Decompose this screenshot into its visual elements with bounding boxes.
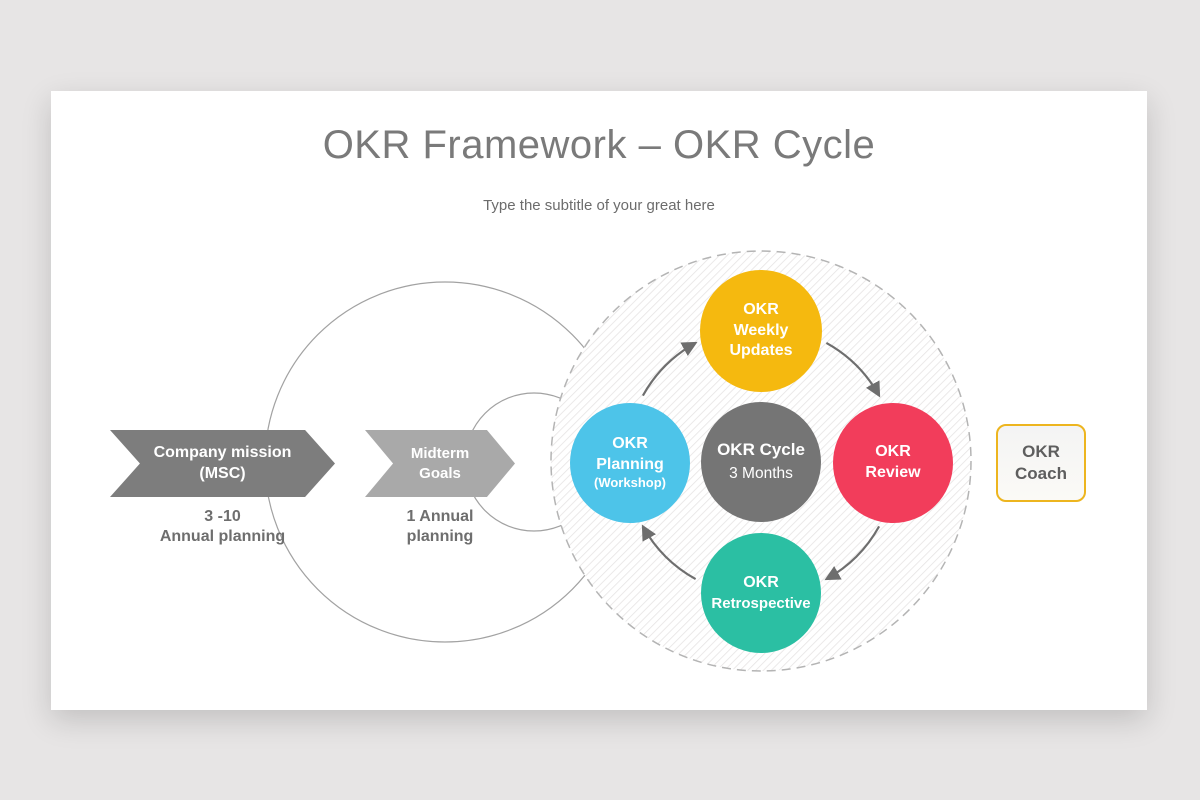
cycle-node-okr-weekly-updates: OKR Weekly Updates <box>700 270 822 392</box>
coach-line: Coach <box>1015 464 1067 483</box>
cycle-node-okr-cycle-center: OKR Cycle 3 Months <box>701 402 821 522</box>
cycle-node-okr-planning: OKR Planning (Workshop) <box>570 403 690 523</box>
cycle-arrow-review-to-retrospective <box>824 525 881 581</box>
flow-step-caption-midterm-goals: 1 Annual planning <box>365 507 515 547</box>
cycle-arrow-weekly-to-review <box>825 341 881 398</box>
slide-canvas: OKR Framework – OKR Cycle Type the subti… <box>51 91 1147 710</box>
node-line: OKR <box>743 573 779 591</box>
page-title: OKR Framework – OKR Cycle <box>322 123 876 167</box>
page-subtitle: Type the subtitle of your great here <box>483 197 715 214</box>
node-line: (Workshop) <box>594 475 666 491</box>
node-line: Weekly <box>733 321 789 339</box>
flow-step-label: Company mission <box>153 444 292 462</box>
flow-step-company-mission: Company mission (MSC) <box>110 430 335 497</box>
coach-line: OKR <box>1022 441 1060 461</box>
cycle-node-okr-retrospective: OKR Retrospective <box>701 533 821 653</box>
diagram-background <box>264 250 972 672</box>
okr-coach-box: OKR Coach <box>996 424 1086 502</box>
cycle-arrow-retrospective-to-planning <box>641 524 697 581</box>
caption-line: 1 Annual <box>406 508 474 525</box>
flow-step-caption-company-mission: 3 -10 Annual planning <box>110 507 335 547</box>
node-line: OKR <box>743 300 779 318</box>
node-line: Planning <box>596 455 664 473</box>
cycle-arrow-planning-to-weekly <box>641 341 698 397</box>
cycle-center-subtitle: 3 Months <box>729 465 793 483</box>
flow-step-label: (MSC) <box>199 464 246 482</box>
node-line: Retrospective <box>711 594 811 612</box>
node-line: Updates <box>729 342 793 360</box>
node-line: OKR <box>612 434 648 452</box>
caption-line: 3 -10 <box>204 508 241 525</box>
cycle-center-title: OKR Cycle <box>717 440 805 460</box>
caption-line: Annual planning <box>159 528 286 545</box>
flow-step-label: Midterm <box>410 445 470 463</box>
caption-line: planning <box>406 528 474 545</box>
node-line: Review <box>865 464 921 481</box>
flow-step-label: Goals <box>419 464 461 482</box>
node-line: OKR <box>875 443 911 461</box>
cycle-node-okr-review: OKR Review <box>833 403 953 523</box>
